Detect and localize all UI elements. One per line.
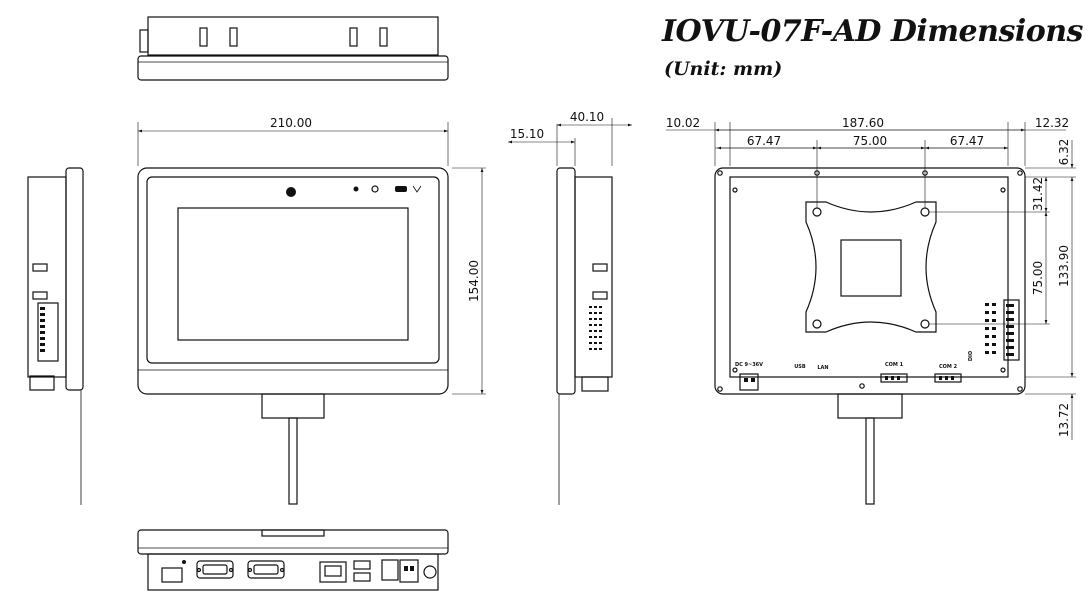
dio-terminal-block <box>1003 299 1020 361</box>
front-outer-frame <box>137 167 449 395</box>
dim-rear-vesa-height: 75.00 <box>1031 261 1045 295</box>
front-view <box>137 167 449 505</box>
bottom-terminal <box>381 559 399 581</box>
vesa-mount-plate <box>805 201 937 333</box>
bottom-lan-port <box>319 561 347 583</box>
dim-rear-seg-mid: 75.00 <box>853 134 887 148</box>
rear-label-power: DC 9~36V <box>735 362 763 368</box>
battery-icon <box>395 186 407 192</box>
dim-rear-seg-right: 67.47 <box>950 134 984 148</box>
left-side-bezel <box>65 167 84 391</box>
bottom-usb-port <box>353 560 371 570</box>
dimension-labels: 210.00 154.00 40.10 15.10 10.02 187.60 1… <box>270 110 1071 437</box>
rear-cable <box>865 417 875 505</box>
top-view-slot <box>199 27 208 47</box>
rear-label-usb: USB <box>794 364 806 370</box>
right-side-bezel <box>556 167 576 395</box>
rear-com2-port <box>934 373 962 383</box>
left-side-view <box>27 167 84 505</box>
bottom-view <box>137 529 449 591</box>
page-title: IOVU-07F-AD Dimensions <box>662 14 1083 49</box>
rear-outer-frame <box>714 167 1026 395</box>
rear-label-lan: LAN <box>817 365 828 371</box>
right-side-vents <box>589 306 602 350</box>
bottom-dc-jack <box>423 565 437 579</box>
power-button-icon <box>371 185 379 193</box>
bottom-power-terminal <box>399 559 419 583</box>
rear-housing <box>729 176 1009 378</box>
front-cable-mount <box>261 393 325 419</box>
left-side-housing <box>27 176 67 378</box>
dim-side-depth: 40.10 <box>570 110 604 124</box>
bottom-view-bezel <box>137 529 449 555</box>
top-view-bezel <box>137 55 449 81</box>
dim-rear-right-offset: 12.32 <box>1035 116 1069 130</box>
vesa-hole <box>812 319 822 329</box>
dim-rear-bottom-offset: 13.72 <box>1057 403 1071 437</box>
dim-rear-hole-span: 187.60 <box>842 116 884 130</box>
front-bezel <box>146 176 440 364</box>
right-side-view <box>556 167 613 505</box>
top-view-housing <box>147 16 439 56</box>
right-side-housing <box>574 176 613 378</box>
top-view-slot <box>229 27 238 47</box>
front-lcd-screen <box>177 207 409 341</box>
top-view <box>137 16 449 81</box>
dim-rear-vesa-top: 31.42 <box>1031 177 1045 211</box>
camera-icon <box>286 187 296 197</box>
dim-front-width: 210.00 <box>270 116 312 130</box>
vesa-center-recess <box>840 239 902 297</box>
rear-power-terminal <box>739 373 759 391</box>
vesa-hole <box>920 207 930 217</box>
dim-rear-seg-left: 67.47 <box>747 134 781 148</box>
dimension-lines <box>137 118 1076 440</box>
rear-view: DC 9~36V USB LAN COM 1 COM 2 DIO <box>714 167 1026 505</box>
rear-com1-port <box>880 373 908 383</box>
top-view-slot <box>349 27 358 47</box>
front-cable <box>288 417 298 505</box>
rear-cable-mount <box>837 393 903 419</box>
unit-note: (Unit: mm) <box>664 58 783 80</box>
dim-rear-top-offset: 6.32 <box>1057 139 1071 166</box>
rear-label-com1: COM 1 <box>885 362 904 368</box>
dim-rear-hole-height: 133.90 <box>1057 245 1071 287</box>
left-side-terminal-block <box>37 302 59 362</box>
dim-rear-left-offset: 10.02 <box>666 116 700 130</box>
bottom-switch <box>161 567 183 583</box>
bottom-view-housing <box>147 553 439 591</box>
bottom-usb-port <box>353 572 371 582</box>
top-view-connector <box>139 29 149 53</box>
power-led-icon <box>353 186 359 192</box>
vesa-hole <box>812 207 822 217</box>
rear-label-dio: DIO <box>968 351 974 361</box>
vesa-hole <box>920 319 930 329</box>
rear-label-com2: COM 2 <box>939 364 958 370</box>
dim-front-height: 154.00 <box>467 260 481 302</box>
wifi-icon <box>412 185 422 193</box>
top-view-slot <box>379 27 388 47</box>
dim-side-bezel: 15.10 <box>510 127 544 141</box>
